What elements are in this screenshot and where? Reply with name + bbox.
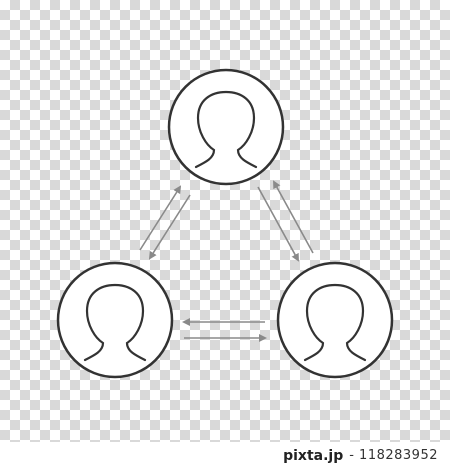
watermark-bar: pixta.jp - 118283952 — [0, 442, 450, 469]
arrow-top-left — [139, 185, 191, 260]
person-icon — [303, 283, 367, 362]
network-diagram — [56, 68, 394, 379]
person-icon — [194, 90, 258, 169]
person-node-top — [167, 68, 285, 186]
person-icon — [83, 283, 147, 362]
person-node-right — [276, 261, 394, 379]
watermark-brand: pixta.jp — [283, 447, 344, 464]
watermark-id: - 118283952 — [349, 448, 438, 463]
arrow-top-right — [257, 180, 314, 262]
arrow-left-right — [182, 318, 267, 342]
person-node-left — [56, 261, 174, 379]
